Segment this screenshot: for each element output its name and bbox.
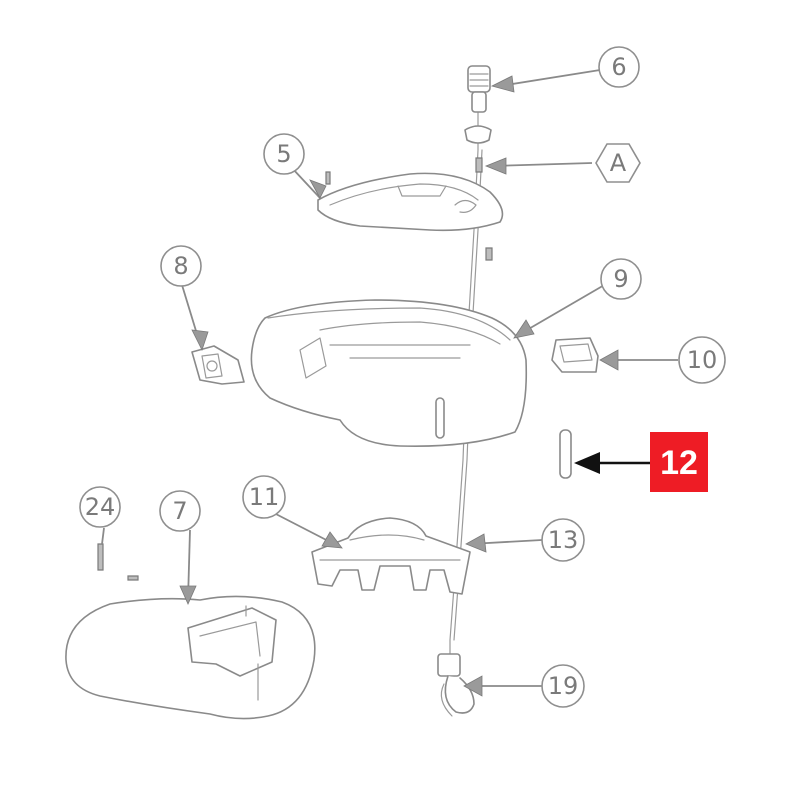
part-a-screw (475, 157, 483, 173)
part-11-bracket (311, 517, 471, 595)
part-10-latch (551, 337, 599, 373)
callout-12-label: 12 (660, 444, 698, 482)
callout-5: 5 (263, 133, 305, 175)
callout-11-label: 11 (249, 483, 280, 511)
callout-13-label: 13 (548, 526, 579, 554)
small-clip (485, 247, 493, 261)
part-19-clip (437, 653, 475, 717)
callout-7: 7 (159, 490, 201, 532)
leader-arrowheads (179, 75, 619, 697)
callout-a-label: A (610, 149, 627, 177)
callout-9: 9 (600, 258, 642, 300)
part-8-latch (191, 345, 245, 385)
callout-13: 13 (541, 518, 585, 562)
callout-10: 10 (678, 336, 726, 384)
callout-12-highlight: 12 (574, 432, 708, 492)
callout-19-label: 19 (548, 672, 579, 700)
part-9-housing (250, 299, 528, 448)
callout-9-label: 9 (613, 265, 628, 293)
callout-6-label: 6 (611, 53, 626, 81)
callout-24: 24 (79, 486, 121, 528)
part-7-base (65, 595, 316, 720)
callout-a: A (595, 143, 641, 183)
part-5-top-cover (317, 171, 504, 232)
callout-24-label: 24 (85, 493, 116, 521)
callout-5-label: 5 (276, 140, 291, 168)
callout-11: 11 (242, 475, 286, 519)
part-12-pin (559, 429, 572, 479)
callout-19: 19 (541, 664, 585, 708)
callout-8: 8 (160, 245, 202, 287)
part-6-connector (464, 65, 492, 144)
callout-6: 6 (598, 46, 640, 88)
callout-10-label: 10 (687, 346, 718, 374)
callout-8-label: 8 (173, 252, 188, 280)
callout-7-label: 7 (172, 497, 187, 525)
part-24-screws (97, 543, 139, 581)
